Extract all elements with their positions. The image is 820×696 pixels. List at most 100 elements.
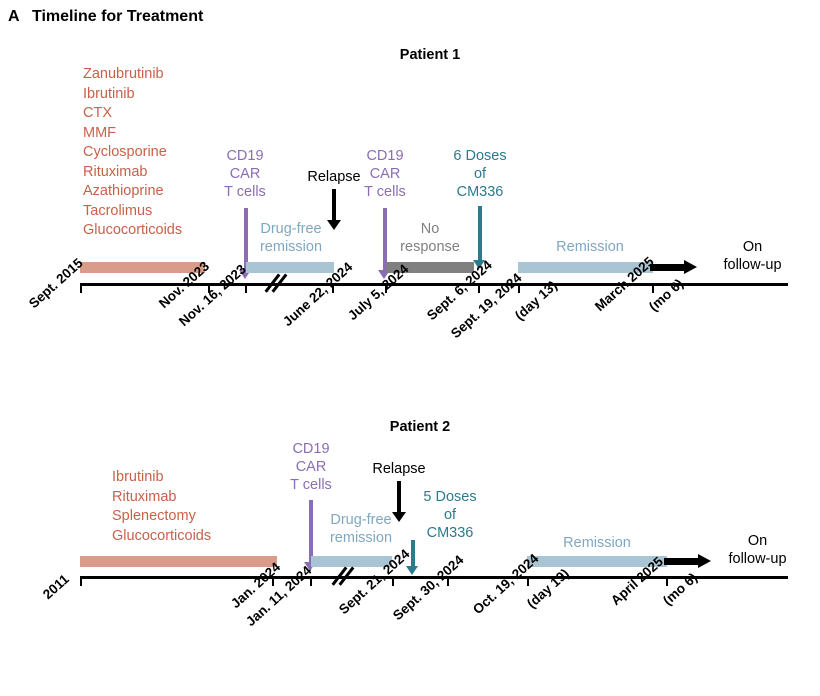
drug-name: Glucocorticoids <box>112 527 212 544</box>
cm336-line-1: 6 Doses <box>453 148 507 164</box>
panel-letter: A <box>8 8 20 25</box>
drug-name: CTX <box>83 105 112 121</box>
patient-1-car-t-2-arrow <box>375 208 395 280</box>
patient-2-followup-arrow <box>664 554 712 568</box>
cm336-line-3: CM336 <box>426 525 474 541</box>
cm336-line-2: of <box>473 166 487 182</box>
arrow-shaft <box>332 189 336 220</box>
arrow-shaft <box>650 264 686 271</box>
patient-1-relapse-label: Relapse <box>307 169 361 185</box>
arrow-head <box>239 270 252 279</box>
drug-name: MMF <box>83 124 117 141</box>
page-title: Timeline for Treatment <box>32 8 204 25</box>
arrow-shaft <box>664 558 700 565</box>
car-t-line-1: CD19 <box>226 148 264 164</box>
patient-2-drug-free-remission-bar <box>311 556 392 567</box>
axis-tick <box>332 284 334 293</box>
axis-tick <box>447 577 449 586</box>
arrow-shaft <box>397 481 401 512</box>
no-response-line-2: response <box>400 239 460 255</box>
date-label-sub: (mo 6) <box>646 275 687 315</box>
patient-2-cm336-label: 5 Doses of CM336 <box>400 488 500 542</box>
patient-1-followup-label: On follow-up <box>700 238 805 274</box>
car-t-line-3: T cells <box>364 184 406 200</box>
patient-1-no-response-bar <box>386 262 474 273</box>
arrow-head <box>473 260 486 269</box>
cm336-line-2: of <box>443 507 457 523</box>
arrow-shaft <box>383 208 387 270</box>
patient-1-heading: Patient 1 <box>399 47 461 63</box>
patient-1-car-t-1-arrow <box>236 208 256 280</box>
patient-2-relapse-arrow <box>389 481 409 523</box>
patient-2-remission-label: Remission <box>563 535 631 551</box>
date-label-sub: (day 19) <box>524 565 572 612</box>
patient-1-drug-bar <box>80 262 205 273</box>
arrow-shaft <box>309 500 313 562</box>
axis-tick <box>518 284 520 293</box>
followup-line-2: follow-up <box>728 551 787 567</box>
axis-tick <box>666 577 668 586</box>
axis-tick <box>245 284 247 293</box>
patient-1-axis-break <box>263 273 289 294</box>
patient-1-followup-arrow <box>650 260 698 274</box>
patient-2-car-t-label: CD19 CAR T cells <box>266 440 356 494</box>
patient-1-car-t-1-label: CD19 CAR T cells <box>200 147 290 201</box>
patient-2-drug-list: Ibrutinib Rituximab Splenectomy Glucocor… <box>112 468 211 546</box>
patient-2-remission-bar <box>527 556 667 567</box>
axis-tick <box>80 577 82 586</box>
car-t-line-1: CD19 <box>366 148 404 164</box>
axis-tick <box>478 284 480 293</box>
patient-1-cm336-label: 6 Doses of CM336 <box>430 147 530 201</box>
drug-name: Azathioprine <box>83 183 164 199</box>
arrow-head <box>304 562 317 571</box>
drug-free-line-2: remission <box>329 530 393 546</box>
axis-tick <box>272 577 274 586</box>
axis-tick <box>392 577 394 586</box>
arrow-head <box>327 220 341 230</box>
drug-name: Rituximab <box>112 488 177 505</box>
arrow-head <box>698 554 711 568</box>
patient-1-drug-list: Zanubrutinib Ibrutinib CTX MMF Cyclospor… <box>83 65 182 241</box>
arrow-head <box>406 566 419 575</box>
patient-1-relapse-arrow <box>324 189 344 231</box>
drug-free-line-2: remission <box>259 239 323 255</box>
patient-2-cm336-arrow <box>403 540 423 576</box>
arrow-head <box>392 512 406 522</box>
arrow-shaft <box>411 540 415 566</box>
drug-name: Zanubrutinib <box>83 66 164 82</box>
car-t-line-1: CD19 <box>292 441 330 457</box>
drug-name: Tacrolimus <box>83 202 153 219</box>
car-t-line-2: CAR <box>369 166 401 182</box>
arrow-head <box>684 260 697 274</box>
followup-line-1: On <box>747 533 768 549</box>
drug-name: Ibrutinib <box>112 469 164 485</box>
car-t-line-3: T cells <box>290 477 332 493</box>
date-label: 2011 <box>40 571 72 603</box>
arrow-head <box>378 270 391 279</box>
drug-name: Splenectomy <box>112 508 196 524</box>
patient-1-axis-line <box>80 283 788 286</box>
patient-2-heading: Patient 2 <box>389 419 451 435</box>
patient-2-drug-free-label: Drug-free remission <box>311 511 411 547</box>
patient-2-axis-line <box>80 576 788 579</box>
axis-tick <box>208 284 210 293</box>
drug-free-line-1: Drug-free <box>260 221 322 237</box>
axis-tick <box>80 284 82 293</box>
patient-2-drug-bar <box>80 556 277 567</box>
no-response-line-1: No <box>420 221 440 237</box>
car-t-line-2: CAR <box>229 166 261 182</box>
cm336-line-3: CM336 <box>456 184 504 200</box>
drug-free-line-1: Drug-free <box>330 512 392 528</box>
patient-1-car-t-2-label: CD19 CAR T cells <box>340 147 430 201</box>
patient-1-remission-label: Remission <box>556 239 624 255</box>
car-t-line-3: T cells <box>224 184 266 200</box>
drug-name: Glucocorticoids <box>83 222 183 238</box>
axis-tick <box>310 577 312 586</box>
car-t-line-2: CAR <box>295 459 327 475</box>
patient-1-no-response-label: No response <box>380 220 480 256</box>
date-label: Sept. 2015 <box>26 255 86 312</box>
drug-name: Rituximab <box>83 163 148 180</box>
drug-name: Ibrutinib <box>83 85 135 102</box>
arrow-shaft <box>478 206 482 260</box>
patient-1-cm336-arrow <box>470 206 490 270</box>
